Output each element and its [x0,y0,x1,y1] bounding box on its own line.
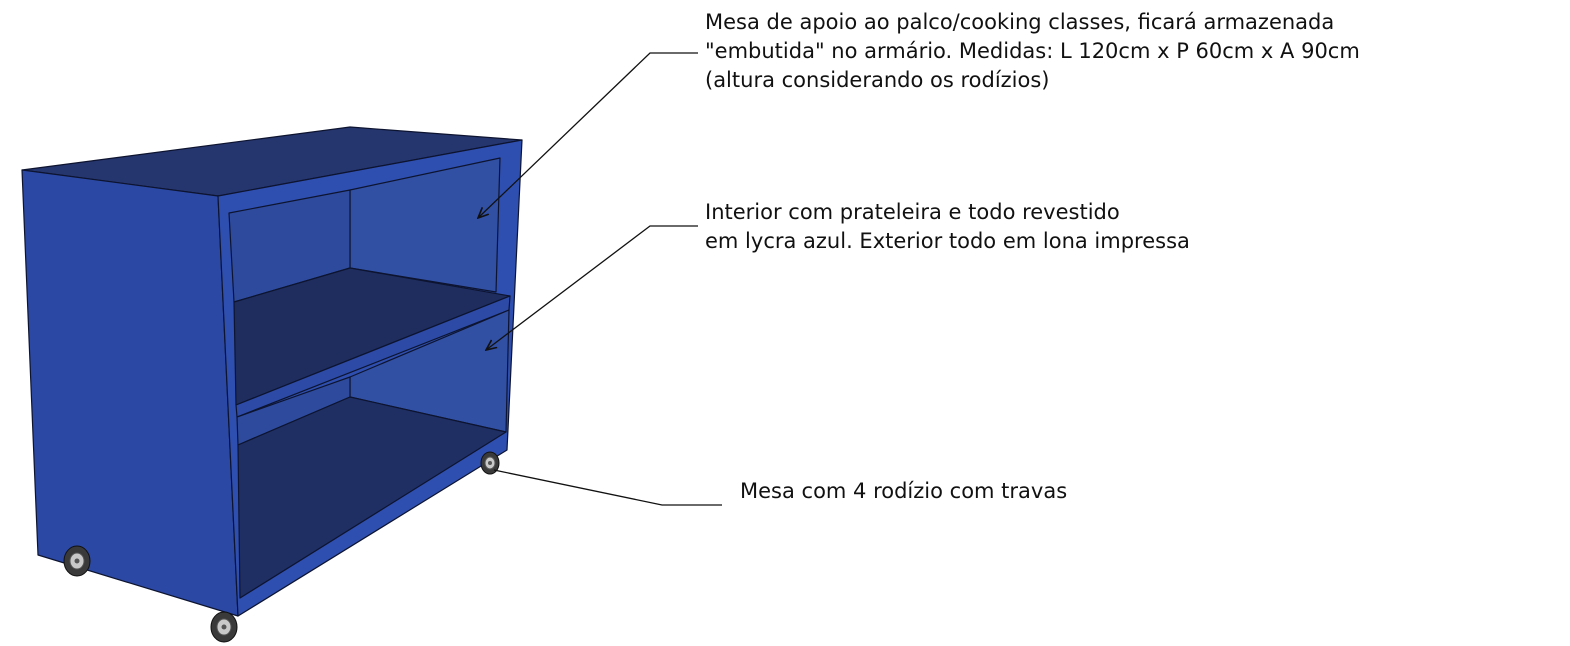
annotation-storage-line-1: Mesa de apoio ao palco/cooking classes, … [705,10,1335,34]
annotation-interior-line-1: Interior com prateleira e todo revestido [705,200,1120,224]
annotation-wheels-line-1: Mesa com 4 rodízio com travas [740,479,1068,503]
annotation-storage-line-2: "embutida" no armário. Medidas: L 120cm … [705,39,1360,63]
lower-interior-floor [237,396,507,599]
annotation-interior-line-2: em lycra azul. Exterior todo em lona imp… [705,229,1190,253]
leader-line-storage [478,52,698,218]
annotation-wheels: Mesa com 4 rodízio com travas [740,477,1067,506]
caster-front-left [63,545,91,577]
leader-line-wheels [493,469,722,506]
leader-lines [478,52,722,506]
cabinet [21,126,523,617]
annotation-storage-line-3: (altura considerando os rodízios) [705,68,1050,92]
cabinet-left-side [21,169,239,617]
caster-back-right [480,451,500,475]
annotation-interior: Interior com prateleira e todo revestido… [705,198,1190,256]
caster-front-right [210,611,238,643]
casters [63,451,500,643]
leader-line-interior [486,225,698,350]
annotation-storage: Mesa de apoio ao palco/cooking classes, … [705,8,1360,95]
